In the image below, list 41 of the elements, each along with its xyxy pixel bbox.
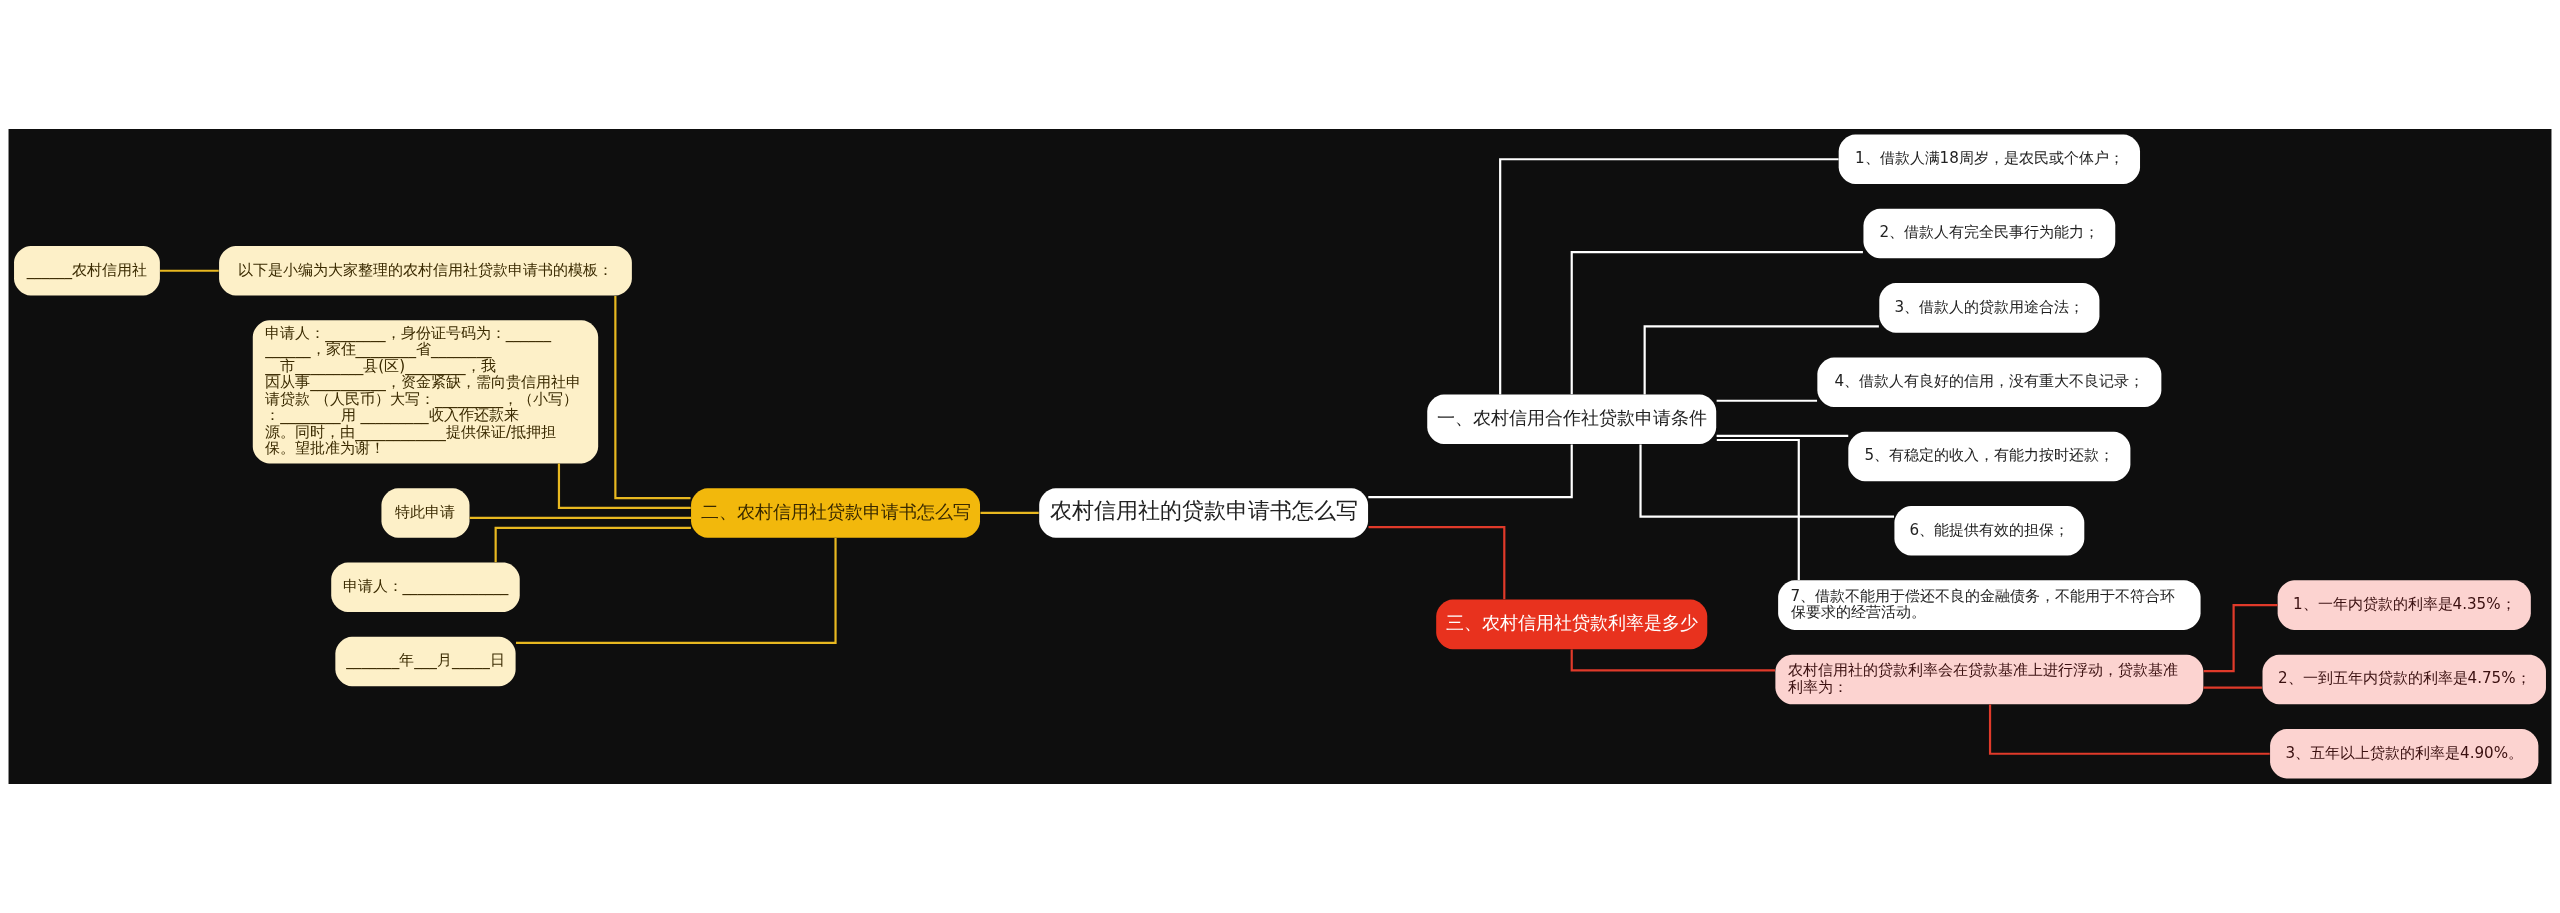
connector (1570, 649, 1776, 672)
node-box: 特此申请 (381, 488, 470, 538)
connector (1368, 444, 1573, 499)
node-box: 4、借款人有良好的信用，没有重大不良记录； (1817, 357, 2162, 407)
connector (557, 463, 691, 510)
connector (614, 295, 691, 500)
connector (1988, 704, 2270, 755)
connector (1368, 526, 1506, 600)
node-box: 6、能提供有效的担保； (1894, 506, 2085, 556)
node-box: 1、借款人满18周岁，是农民或个体户； (1838, 134, 2141, 185)
node-box: 3、借款人的贷款用途合法； (1879, 283, 2100, 333)
connector (980, 511, 1039, 514)
node-box: 农村信用社的贷款利率会在贷款基准上进行浮动，贷款基准利率为： (1775, 654, 2204, 705)
connector (1716, 434, 1849, 437)
node-box: 5、有稳定的收入，有能力按时还款； (1848, 431, 2131, 482)
connector (516, 538, 837, 645)
connector (1639, 444, 1895, 518)
node-box: 三、农村信用社贷款利率是多少 (1436, 599, 1708, 650)
connector (494, 526, 691, 563)
node-box: 申请人：______________ (331, 562, 520, 612)
connector (1716, 399, 1818, 402)
connector (469, 516, 691, 519)
node-box: 2、借款人有完全民事行为能力； (1863, 208, 2116, 259)
node-box: 7、借款不能用于偿还不良的金融债务，不能用于不符合环保要求的经营活动。 (1778, 580, 2201, 630)
node-box: 申请人：________，身份证号码为：____________，家住________省__________市_________县(区)________，我因从事__________，资金紧缺，需向贵信用社申请贷款 （人民币）大写：_________，（小写）：________用 _________收入作还款来源。同时，由____________提供保证/抵押担保。望批准为谢！ (252, 320, 599, 464)
node-box: 二、农村信用社贷款申请书怎么写 (691, 488, 980, 538)
connector (1716, 438, 1800, 581)
connector (2203, 604, 2278, 673)
connector (1570, 251, 1863, 395)
node-box: _______年___月_____日 (335, 636, 516, 687)
connector (160, 269, 219, 272)
node-box: 一、农村信用合作社贷款申请条件 (1427, 394, 1717, 445)
node-box: 1、一年内贷款的利率是4.35%； (2277, 580, 2531, 630)
node-box: 2、一到五年内贷款的利率是4.75%； (2262, 654, 2546, 705)
node-box: 农村信用社的贷款申请书怎么写 (1039, 488, 1369, 538)
node-box: 3、五年以上贷款的利率是4.90%。 (2270, 728, 2539, 779)
connector (2203, 686, 2262, 689)
node-box: 以下是小编为大家整理的农村信用社贷款申请书的模板： (219, 245, 632, 296)
connector (1643, 325, 1879, 395)
node-box: ______农村信用社 (14, 245, 160, 296)
connector (1499, 158, 1839, 395)
